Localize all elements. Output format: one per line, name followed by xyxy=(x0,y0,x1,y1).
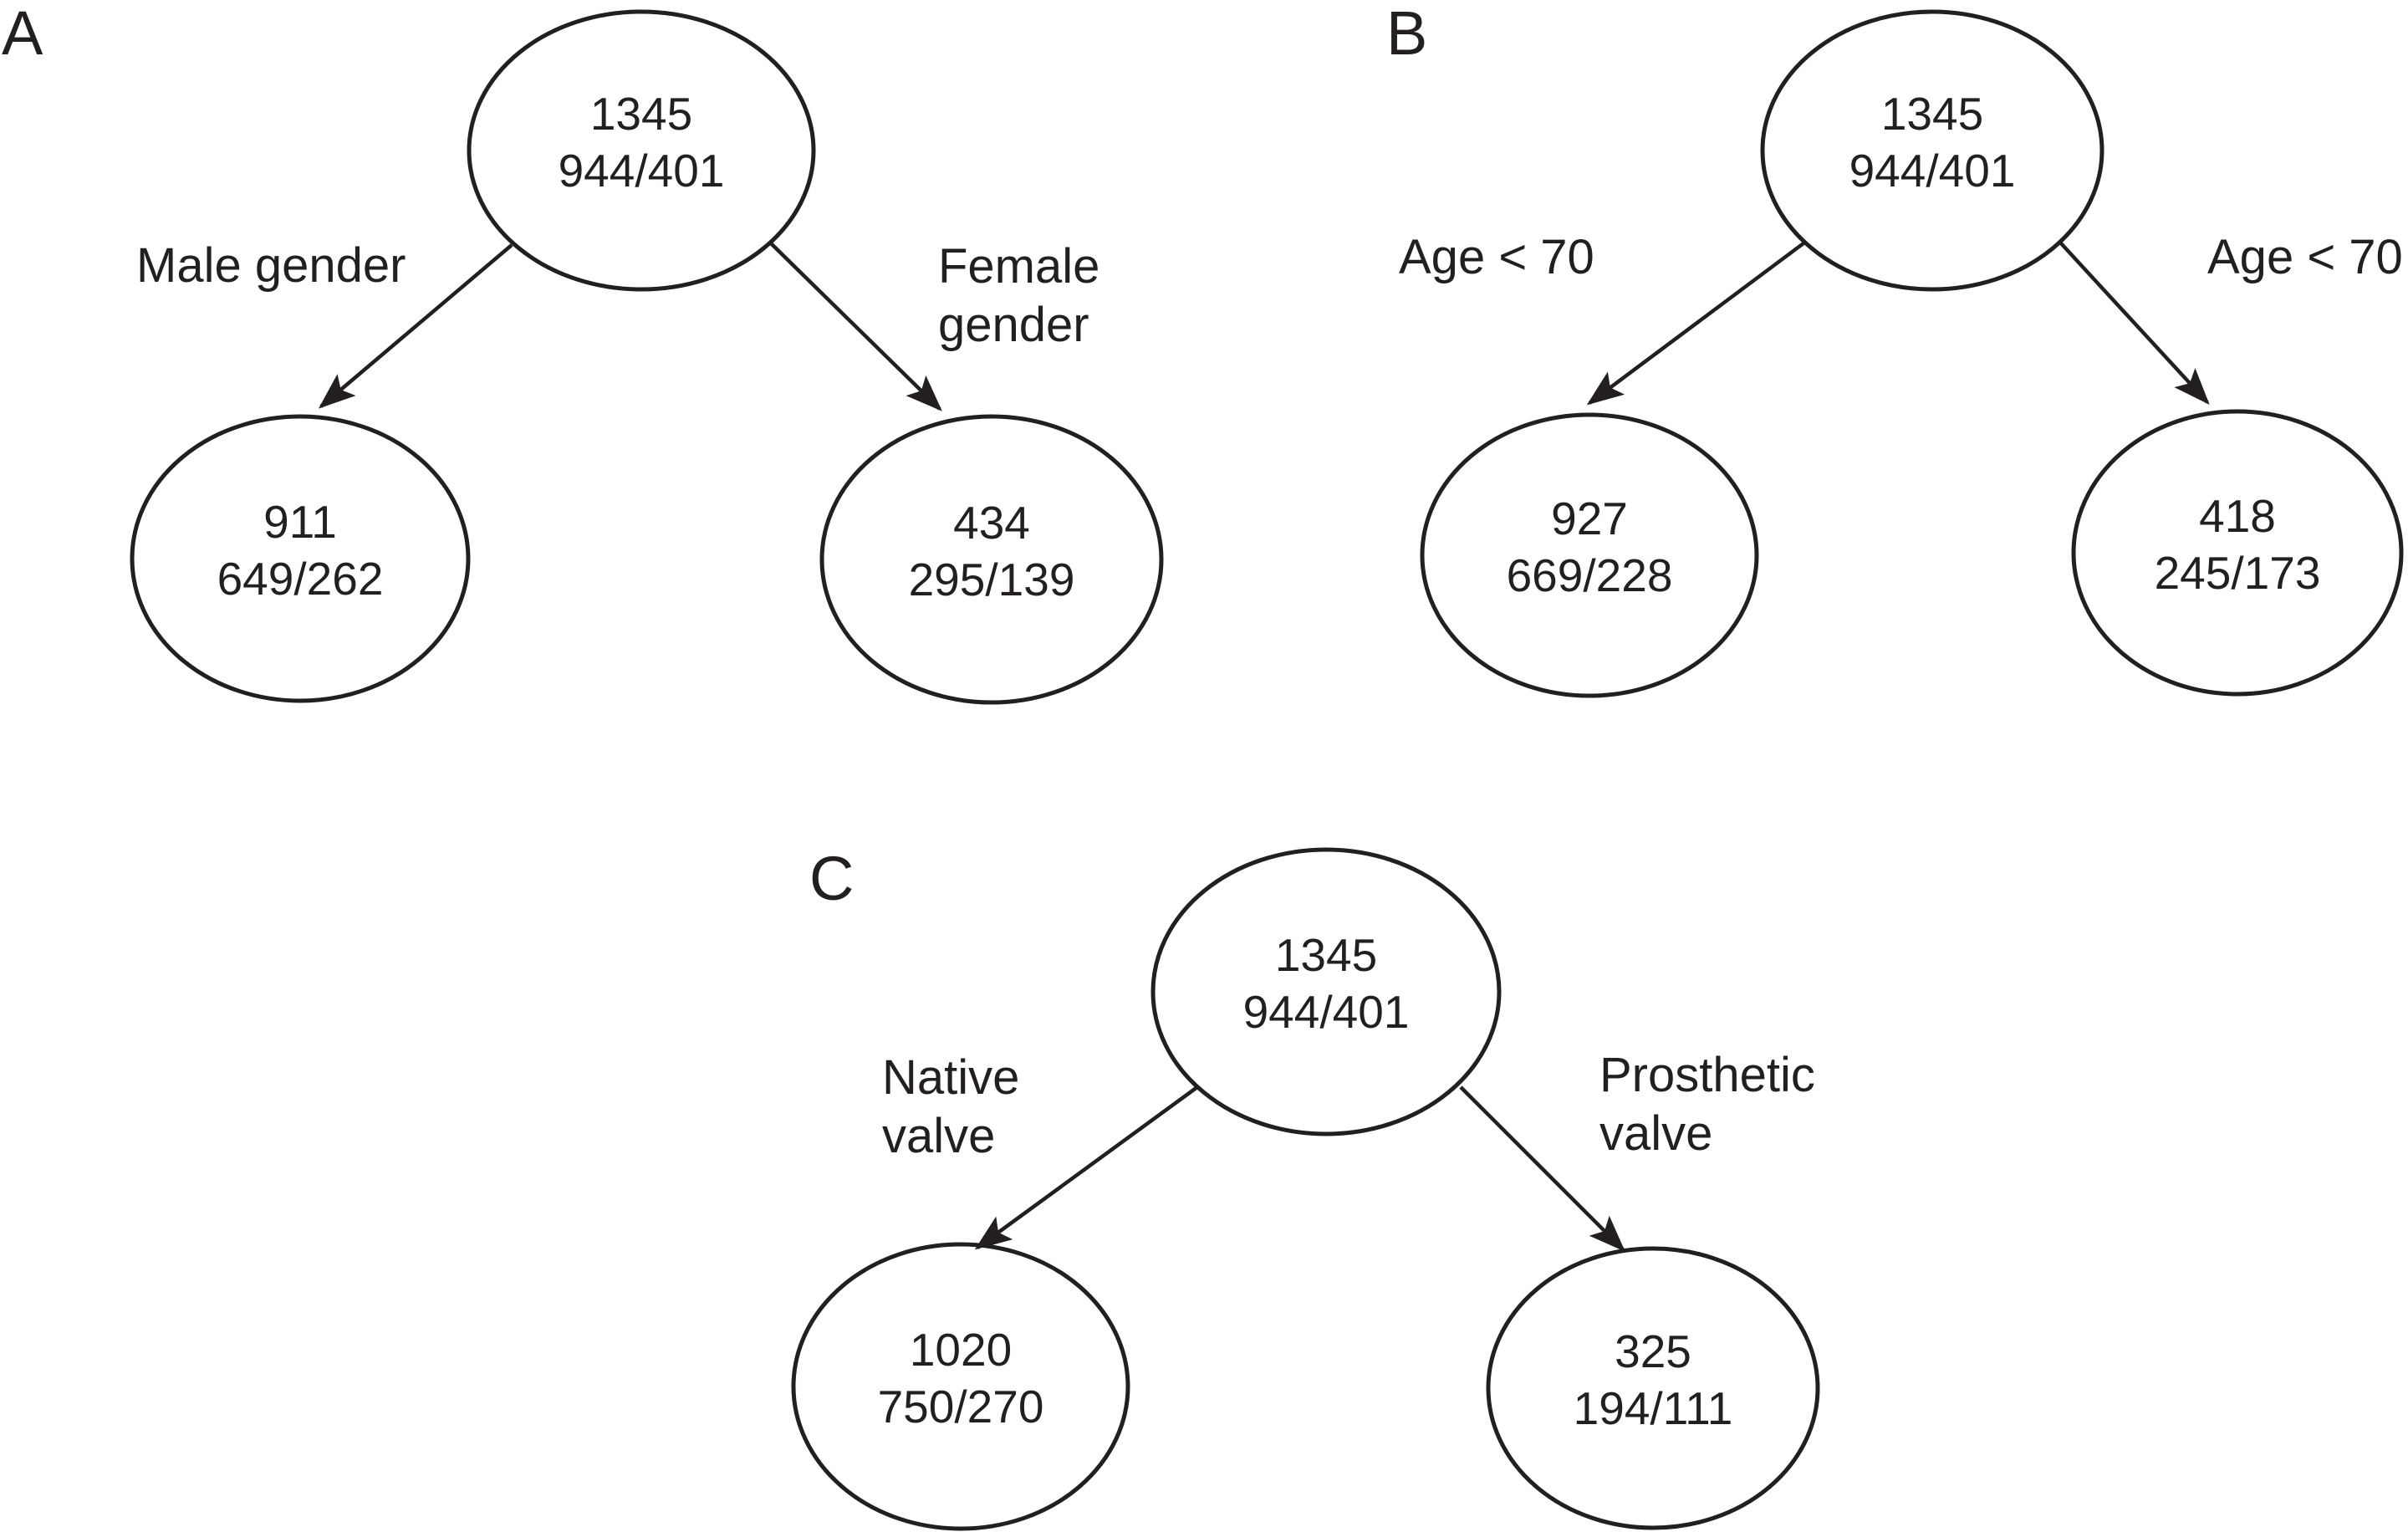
node-total: 1345 xyxy=(1274,929,1378,981)
panel-b-left-child-ellipse xyxy=(1420,412,1759,698)
panel-c-letter: C xyxy=(809,844,855,913)
panel-c-root-ellipse xyxy=(1150,847,1502,1136)
panel-b-root-node-text: 1345 944/401 xyxy=(1849,85,2016,199)
node-ratio: 295/139 xyxy=(908,554,1075,605)
panel-a-right-edge-arrow xyxy=(769,242,942,411)
panel-c-right-child-node-text: 325 194/111 xyxy=(1574,1323,1733,1437)
panel-a-left-edge-label: Male gender xyxy=(136,238,406,293)
panel-b-letter: B xyxy=(1386,0,1428,68)
panel-c-right-edge-arrow xyxy=(1459,1085,1625,1252)
panel-c-right-child-ellipse xyxy=(1486,1246,1820,1530)
panel-b-right-child-ellipse xyxy=(2071,409,2404,697)
panel-a-left-edge-arrow xyxy=(318,243,513,409)
panel-a-left-child-ellipse xyxy=(130,414,471,703)
panel-a-right-edge-label: Female gender xyxy=(938,239,1100,352)
panel-b-right-edge-arrow xyxy=(2059,242,2210,405)
panel-b-right-edge-label: Age < 70 xyxy=(2207,230,2403,284)
node-total: 418 xyxy=(2199,490,2276,542)
panel-c-left-edge-label: Native valve xyxy=(882,1050,1020,1163)
node-total: 1345 xyxy=(1880,88,1984,140)
node-ratio: 245/173 xyxy=(2154,547,2321,599)
panel-c-left-child-node-text: 1020 750/270 xyxy=(878,1321,1044,1435)
node-ratio: 750/270 xyxy=(877,1381,1044,1432)
node-ratio: 649/262 xyxy=(217,553,384,605)
panel-a-root-ellipse xyxy=(467,9,816,292)
panel-b-left-edge-arrow xyxy=(1586,242,1805,406)
node-ratio: 944/401 xyxy=(1242,986,1410,1038)
node-total: 434 xyxy=(953,497,1030,549)
panel-b-root-ellipse xyxy=(1760,9,2104,292)
node-ratio: 194/111 xyxy=(1573,1382,1733,1434)
node-ratio: 944/401 xyxy=(558,145,725,197)
panel-c-left-child-ellipse xyxy=(791,1242,1130,1531)
node-total: 927 xyxy=(1551,493,1628,544)
panel-a-right-child-node-text: 434 295/139 xyxy=(909,494,1075,608)
node-ratio: 669/228 xyxy=(1506,549,1673,601)
panel-a-left-child-node-text: 911 649/262 xyxy=(217,493,384,607)
node-total: 325 xyxy=(1615,1325,1691,1377)
panel-b-right-child-node-text: 418 245/173 xyxy=(2155,488,2321,601)
panel-c-left-edge-arrow xyxy=(974,1085,1199,1250)
panel-b-left-edge-label: Age < 70 xyxy=(1399,230,1594,284)
panel-a-letter: A xyxy=(2,0,43,68)
panel-a-root-node-text: 1345 944/401 xyxy=(559,85,725,199)
panel-b-left-child-node-text: 927 669/228 xyxy=(1507,490,1673,604)
panel-c-root-node-text: 1345 944/401 xyxy=(1243,927,1410,1040)
node-total: 1345 xyxy=(589,88,693,140)
node-total: 911 xyxy=(263,496,337,548)
panel-c-right-edge-label: Prosthetic valve xyxy=(1599,1048,1815,1161)
node-ratio: 944/401 xyxy=(1849,145,2016,197)
panel-a-right-child-ellipse xyxy=(819,414,1164,705)
node-total: 1020 xyxy=(909,1324,1013,1376)
